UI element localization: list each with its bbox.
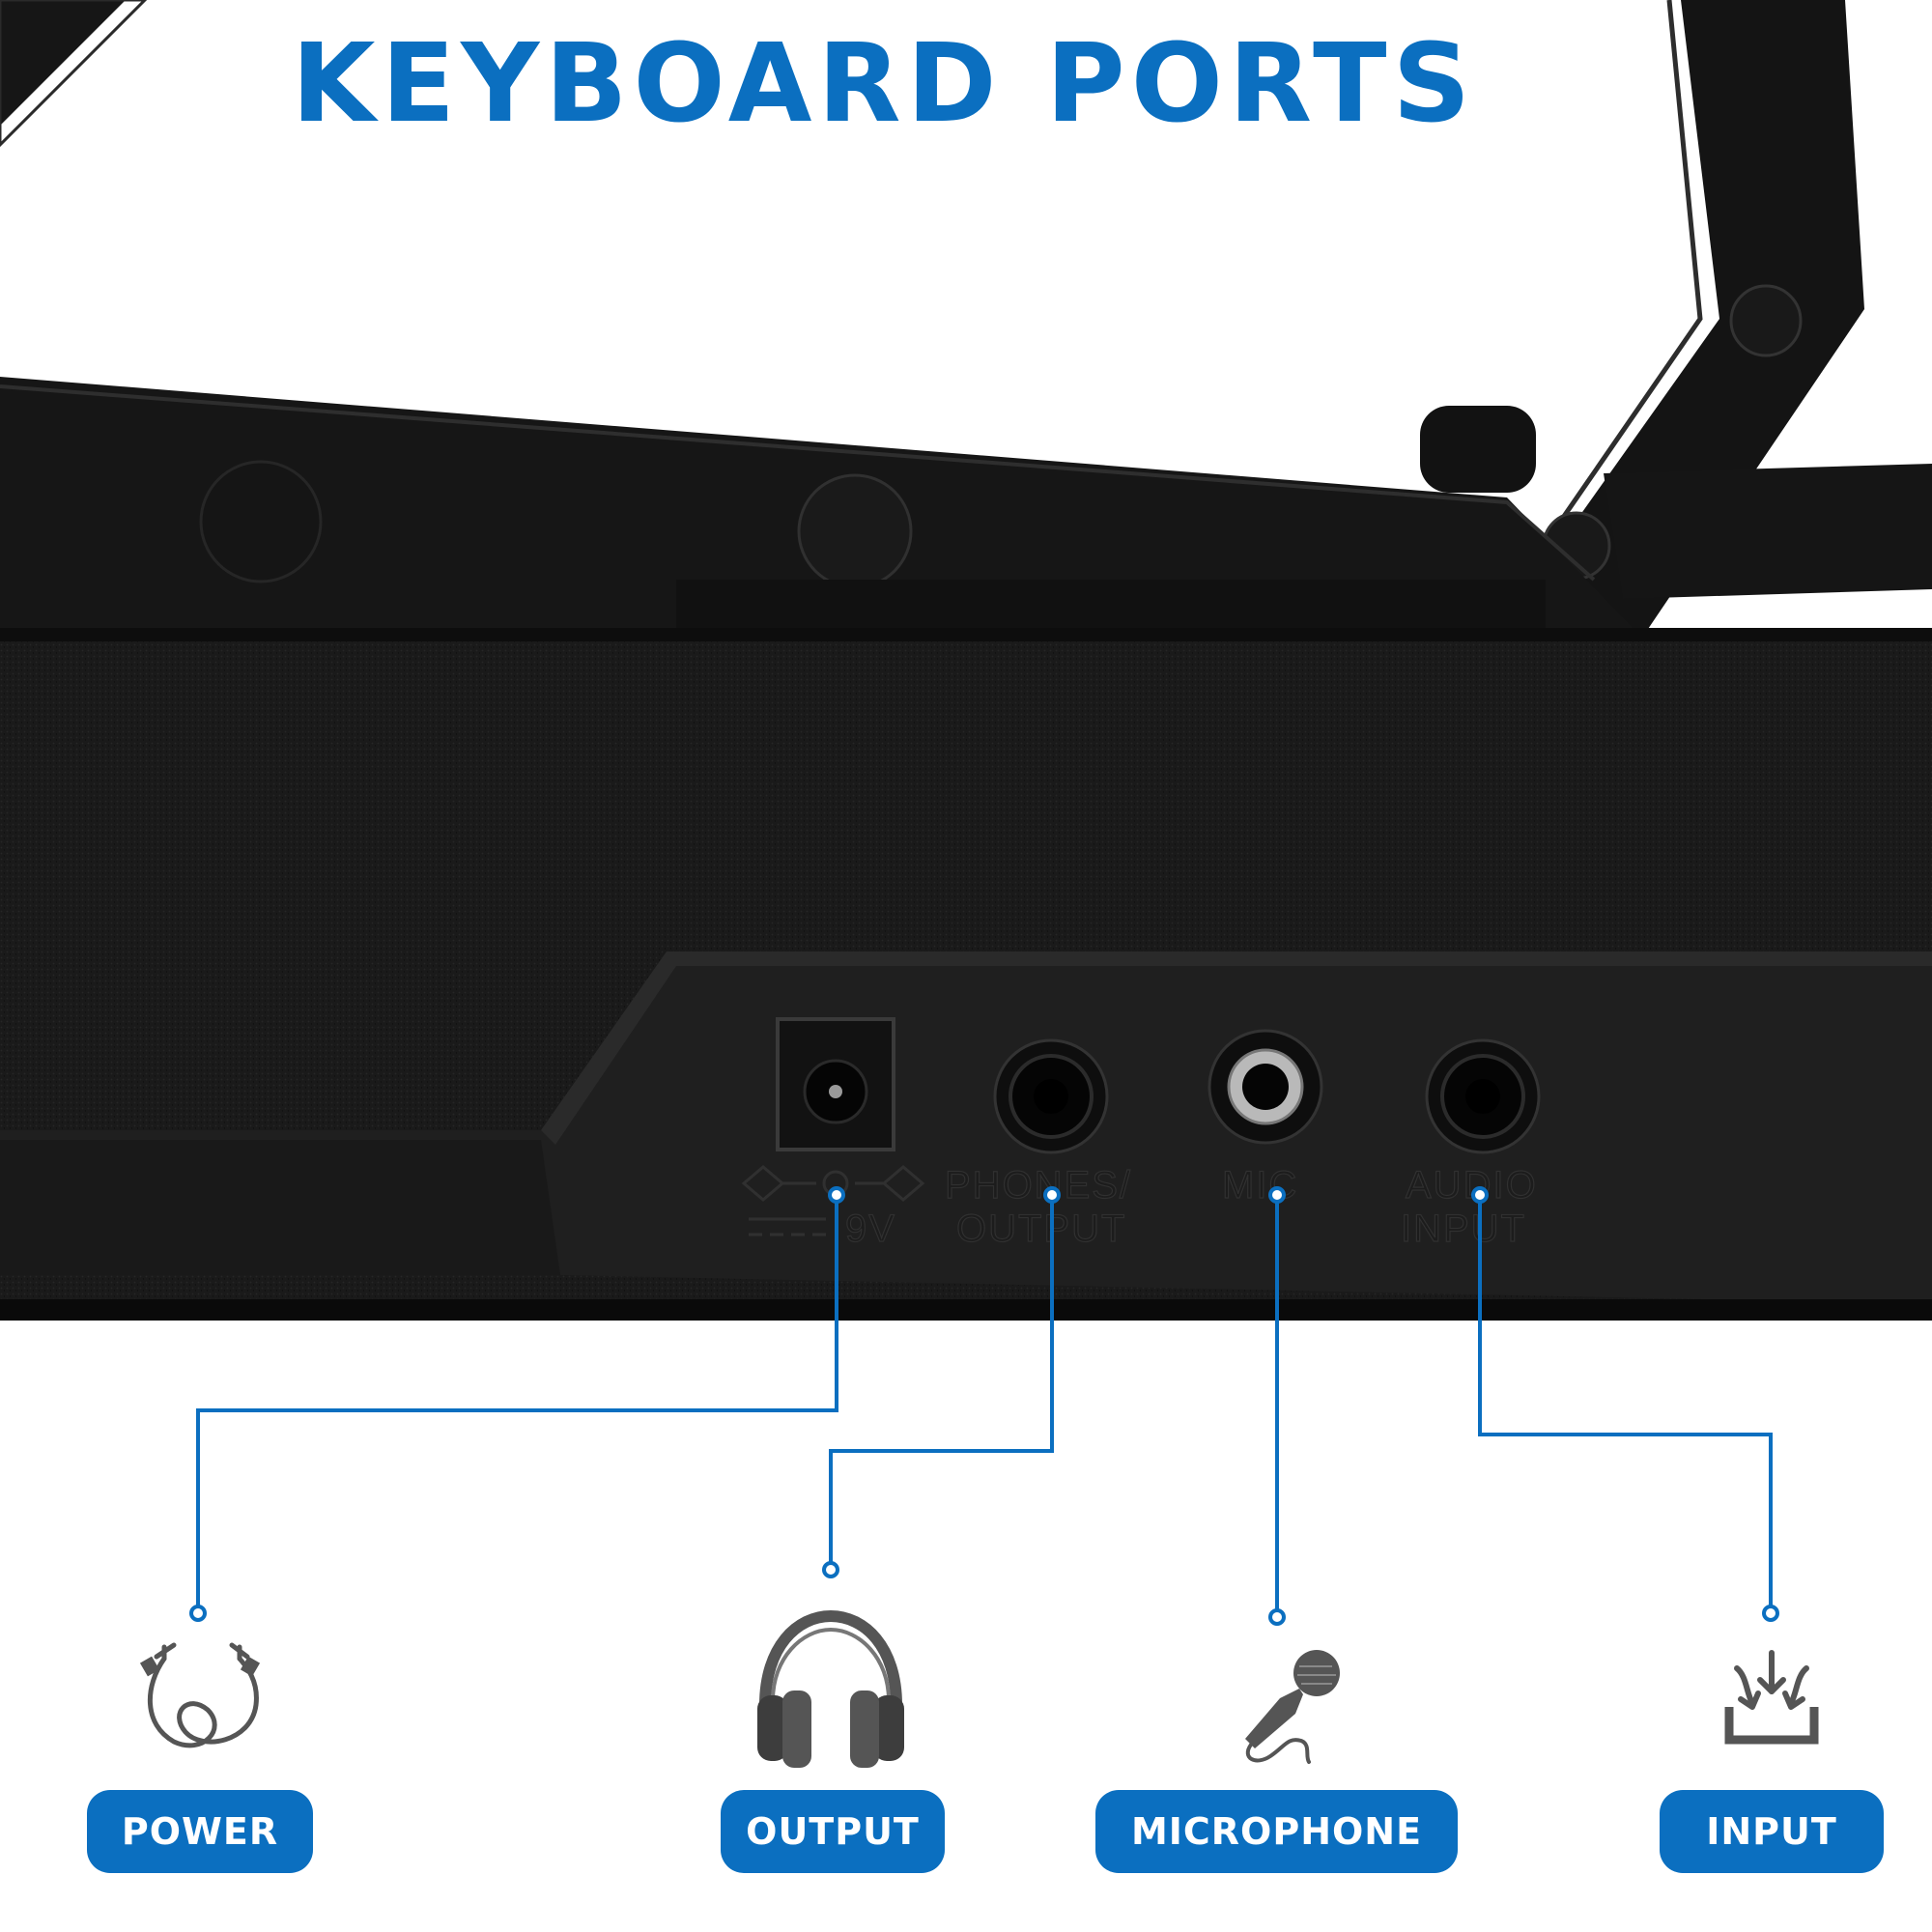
phones-output-jack bbox=[993, 1038, 1109, 1154]
phones-label-line1: PHONES/ bbox=[945, 1164, 1132, 1207]
headphones-icon bbox=[757, 1609, 904, 1768]
power-port-dot bbox=[828, 1186, 845, 1204]
microphone-icon bbox=[1245, 1650, 1340, 1764]
output-leader-line bbox=[829, 1195, 1054, 1570]
input-leader-line bbox=[1478, 1195, 1773, 1613]
input-tray-icon bbox=[1724, 1650, 1819, 1745]
input-port-dot bbox=[1471, 1186, 1489, 1204]
panel-labels: 9V PHONES/ OUTPUT MIC AUDIO INPUT bbox=[741, 1163, 1538, 1251]
power-jack bbox=[776, 1017, 895, 1151]
power-end-dot bbox=[189, 1605, 207, 1622]
port-panel bbox=[776, 1017, 1541, 1154]
input-end-dot bbox=[1762, 1605, 1779, 1622]
input-label: INPUT bbox=[1660, 1790, 1884, 1873]
output-end-dot bbox=[822, 1561, 839, 1578]
polarity-symbol bbox=[741, 1165, 925, 1236]
power-voltage-label: 9V bbox=[845, 1208, 896, 1250]
page-title: KEYBOARD PORTS bbox=[291, 21, 1477, 147]
callout-lines bbox=[196, 1195, 1773, 1617]
callout-dots bbox=[189, 1186, 1779, 1626]
microphone-end-dot bbox=[1268, 1608, 1286, 1626]
output-label: OUTPUT bbox=[721, 1790, 945, 1873]
output-port-dot bbox=[1043, 1186, 1061, 1204]
microphone-label: MICROPHONE bbox=[1095, 1790, 1458, 1873]
audio-label-line1: AUDIO bbox=[1406, 1164, 1538, 1207]
audio-label-line2: INPUT bbox=[1401, 1208, 1526, 1250]
mic-jack bbox=[1208, 1029, 1323, 1145]
mic-label: MIC bbox=[1222, 1164, 1298, 1207]
music-stand bbox=[0, 0, 1932, 647]
power-leader-line bbox=[196, 1195, 838, 1613]
phones-label-line2: OUTPUT bbox=[956, 1208, 1126, 1250]
keyboard-body bbox=[0, 628, 1932, 1321]
audio-input-jack bbox=[1425, 1038, 1541, 1154]
cable-icon bbox=[139, 1642, 261, 1748]
microphone-port-dot bbox=[1268, 1186, 1286, 1204]
power-label: POWER bbox=[87, 1790, 313, 1873]
